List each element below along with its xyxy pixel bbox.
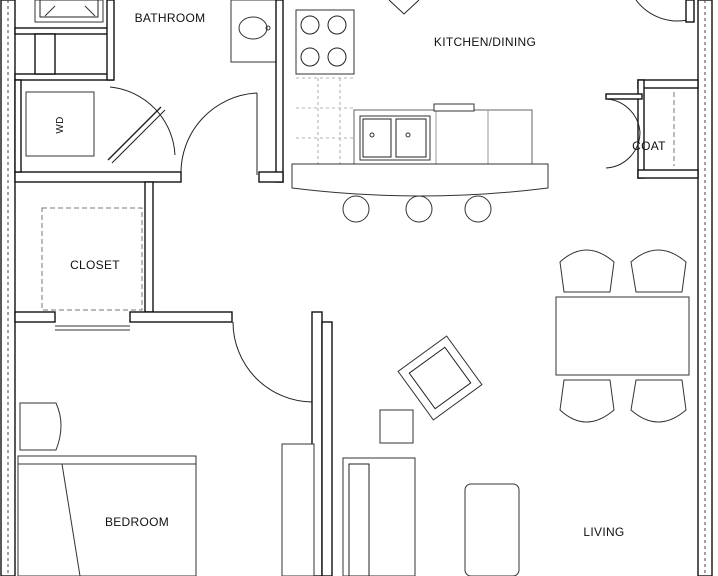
wd-closet	[14, 79, 176, 173]
dining-set	[555, 249, 690, 423]
bedroom-label: BEDROOM	[105, 515, 169, 529]
kitchen-dining-label: KITCHEN/DINING	[434, 35, 536, 49]
living-label: LIVING	[583, 525, 624, 539]
bathroom	[14, 0, 284, 183]
closet	[14, 181, 333, 576]
coat-label: COAT	[632, 139, 666, 153]
kitchen	[291, 0, 695, 223]
room-labels: BATHROOM KITCHEN/DINING WD COAT CLOSET B…	[55, 11, 666, 539]
closet-label: CLOSET	[70, 258, 120, 272]
living-furniture	[342, 335, 520, 576]
bathroom-label: BATHROOM	[135, 11, 206, 25]
coat-closet	[605, 79, 699, 179]
bedroom	[17, 402, 315, 576]
wd-label: WD	[55, 116, 66, 133]
